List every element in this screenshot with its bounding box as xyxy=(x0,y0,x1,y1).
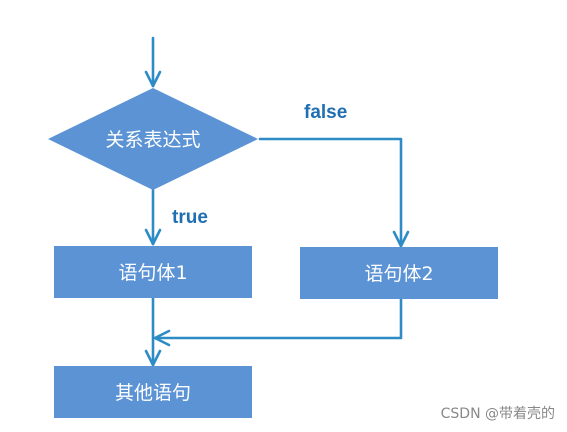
false-branch-arrow xyxy=(258,137,410,248)
statement-1-node: 语句体1 xyxy=(54,246,252,298)
other-statement-box xyxy=(54,366,252,418)
decision-node: 关系表达式 xyxy=(48,88,258,190)
false-edge-label: false xyxy=(304,102,347,123)
connectors xyxy=(144,36,410,367)
true-edge-label: true xyxy=(172,207,208,228)
watermark-text: CSDN @带着壳的 xyxy=(441,405,555,422)
statement-2-merge-arrow xyxy=(153,297,403,347)
other-statement-label: 其他语句 xyxy=(115,382,191,404)
other-statement-node: 其他语句 xyxy=(54,366,252,418)
statement-2-node: 语句体2 xyxy=(300,247,498,299)
statement-1-label: 语句体1 xyxy=(118,262,187,284)
statement-2-box xyxy=(300,247,498,299)
statement-2-label: 语句体2 xyxy=(364,263,433,285)
statement-1-box xyxy=(54,246,252,298)
decision-diamond xyxy=(48,88,258,190)
decision-label: 关系表达式 xyxy=(105,129,200,151)
